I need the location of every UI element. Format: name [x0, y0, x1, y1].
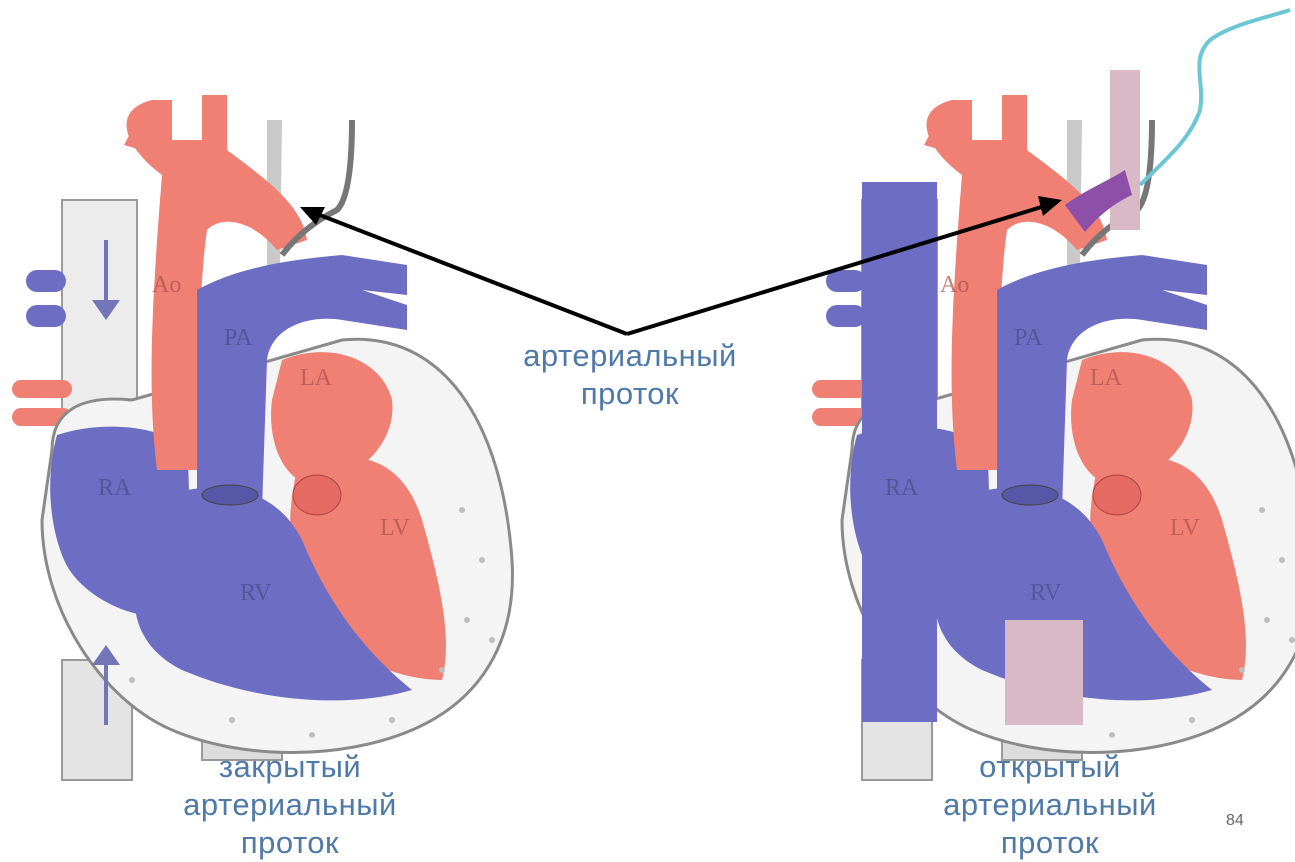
right-label-ra: RA	[885, 475, 919, 501]
left-label-rv: RV	[240, 580, 272, 606]
left-caption-line1: закрытый	[140, 748, 440, 786]
left-caption-line3: проток	[140, 824, 440, 862]
left-label-la: LA	[300, 365, 333, 391]
center-label-line1: артериальный	[490, 337, 770, 375]
right-label-ao: Ao	[940, 272, 969, 298]
left-label-lv: LV	[380, 515, 410, 541]
right-caption-line2: артериальный	[900, 786, 1200, 824]
right-label-rv: RV	[1030, 580, 1062, 606]
left-label-ao: Ao	[152, 272, 181, 298]
left-caption: закрытый артериальный проток	[140, 748, 440, 862]
right-label-pa: PA	[1014, 325, 1043, 351]
right-caption-line3: проток	[900, 824, 1200, 862]
right-label-lv: LV	[1170, 515, 1200, 541]
left-caption-line2: артериальный	[140, 786, 440, 824]
right-heart-illustration: Ao PA LA RA LV RV	[812, 10, 1295, 780]
right-caption: открытый артериальный проток	[900, 748, 1200, 862]
left-label-ra: RA	[98, 475, 132, 501]
page-number: 84	[1226, 812, 1244, 830]
left-label-pa: PA	[224, 325, 253, 351]
left-heart-illustration: Ao PA LA RA LV RV	[12, 95, 512, 780]
pointer-arrows	[300, 196, 1062, 334]
center-label: артериальный проток	[490, 337, 770, 413]
right-label-la: LA	[1090, 365, 1123, 391]
center-label-line2: проток	[490, 375, 770, 413]
right-caption-line1: открытый	[900, 748, 1200, 786]
